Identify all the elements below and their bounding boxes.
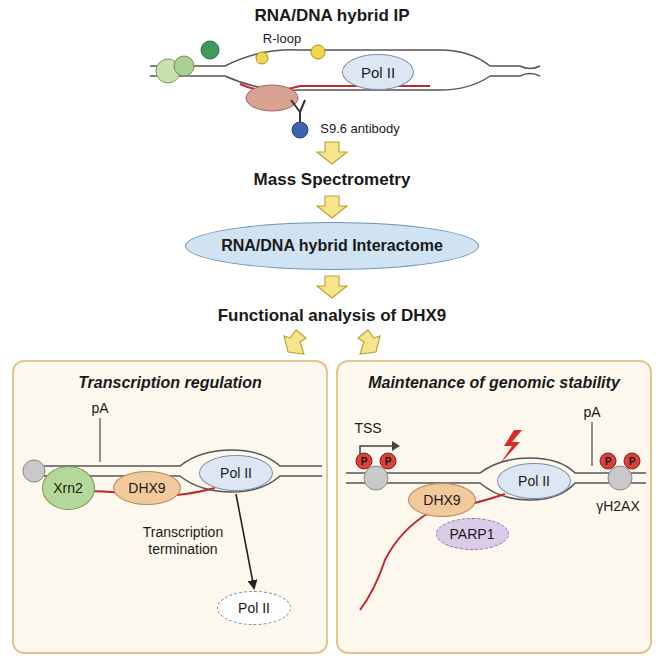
pa-tick <box>591 422 592 466</box>
interactome-ellipse: RNA/DNA hybrid Interactome <box>185 222 479 270</box>
panel-heading: Transcription regulation <box>78 374 262 392</box>
panel: Transcription regulationXrn2DHX9Pol IIPo… <box>12 360 328 654</box>
panel-ground <box>336 360 652 654</box>
phospho-label: P <box>629 456 636 467</box>
site-label: TSS <box>354 420 381 436</box>
node-label: Pol II <box>238 600 270 616</box>
pol-ii-ellipse: Pol II <box>342 54 414 90</box>
nucleosome <box>174 56 194 76</box>
mark-label: γH2AX <box>596 498 640 514</box>
part-label: S9.6 antibody <box>320 121 400 136</box>
protein <box>256 52 268 64</box>
antibody-bead <box>292 122 308 138</box>
site-label: pA <box>91 400 108 416</box>
panel-ground <box>12 360 328 654</box>
dna-damage <box>500 430 522 464</box>
pa-tick <box>99 418 100 462</box>
node-label: PARP1 <box>450 526 495 542</box>
parp1-ellipse: PARP1 <box>436 518 509 550</box>
node-label: RNA/DNA hybrid Interactome <box>221 237 443 255</box>
tss-arrow <box>360 446 392 466</box>
phospho-circle <box>356 453 640 469</box>
nucleosome <box>608 466 632 490</box>
dhx9-ellipse: DHX9 <box>408 483 476 517</box>
step-heading: Functional analysis of DHX9 <box>218 306 447 326</box>
node-label: DHX9 <box>423 492 460 508</box>
pol-ii-dashed-ellipse: Pol II <box>217 591 291 625</box>
step-heading: Mass Spectrometry <box>254 170 411 190</box>
edge-label: Transcription termination <box>133 524 233 558</box>
pol-ii-ellipse: Pol II <box>199 455 273 491</box>
protein <box>246 85 298 111</box>
phospho-label: P <box>361 456 368 467</box>
arrow-connector <box>236 494 254 588</box>
antibody <box>291 100 305 122</box>
phospho-label: P <box>385 456 392 467</box>
node-label: Pol II <box>518 473 550 489</box>
xrn2-circle: Xrn2 <box>42 466 95 510</box>
node-label: Xrn2 <box>53 480 83 496</box>
step-heading: RNA/DNA hybrid IP <box>254 6 409 26</box>
protein <box>201 41 219 59</box>
protein <box>311 45 325 59</box>
node-label: DHX9 <box>128 480 165 496</box>
part-label: R-loop <box>263 31 301 46</box>
site-label: pA <box>583 404 600 420</box>
phospho-label: P <box>605 456 612 467</box>
dhx9-ellipse: DHX9 <box>113 471 181 505</box>
nucleosome <box>23 460 45 482</box>
pol-ii-ellipse: Pol II <box>497 463 571 499</box>
nucleosome <box>364 466 388 490</box>
tss-arrowhead <box>392 441 400 451</box>
node-label: Pol II <box>361 64 395 81</box>
panel-heading: Maintenance of genomic stability <box>368 374 620 392</box>
node-label: Pol II <box>220 465 252 481</box>
